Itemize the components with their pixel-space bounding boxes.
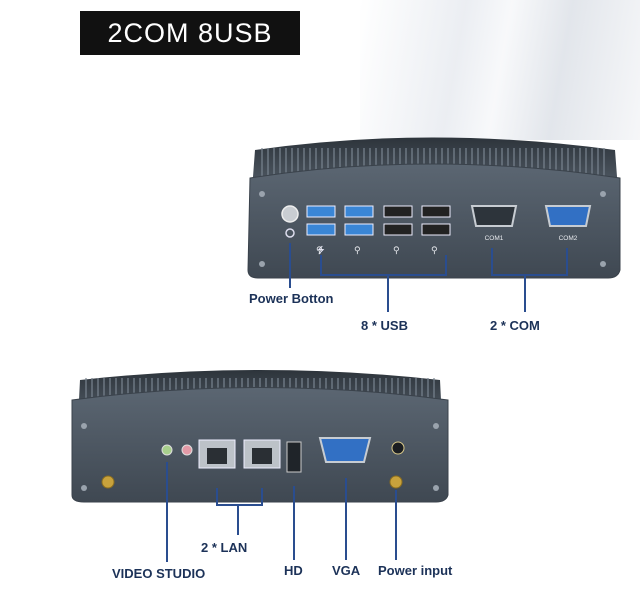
callout-lines-bottom: [166, 462, 397, 562]
power-icon: [285, 228, 295, 238]
svg-text:⚲: ⚲: [393, 246, 400, 256]
power-button[interactable]: [281, 205, 299, 223]
svg-text:⭍: ⭍: [317, 245, 325, 256]
device-top: ⭍ ⚲ ⚲ ⚲ ⚲ COM1 COM2: [247, 137, 621, 279]
antenna-connector-right: [389, 475, 403, 489]
device-bottom: [71, 370, 449, 503]
page-title: 2COM 8USB: [80, 11, 300, 55]
label-vga: VGA: [332, 563, 361, 578]
background-gradient: [360, 0, 640, 140]
vga-port: [318, 437, 372, 463]
com2-label: COM2: [559, 235, 578, 242]
com1-label: COM1: [485, 235, 504, 242]
label-lan: 2 * LAN: [201, 540, 248, 555]
audio-out-jack: [161, 444, 173, 456]
antenna-connector-left: [101, 475, 115, 489]
hdmi-port: [286, 441, 302, 473]
label-com: 2 * COM: [490, 318, 540, 333]
label-video-studio: VIDEO STUDIO: [112, 566, 206, 581]
svg-text:⚲: ⚲: [431, 246, 438, 256]
svg-text:⚲: ⚲: [316, 246, 323, 256]
com-ports: COM1 COM2: [470, 205, 592, 242]
usb-icons: ⚲ ⚲ ⚲ ⚲: [316, 246, 438, 256]
mic-jack: [181, 444, 193, 456]
label-usb: 8 * USB: [361, 318, 408, 333]
label-power-button: Power Botton: [249, 291, 334, 306]
callout-lines-top: [289, 243, 568, 312]
usb-ports: ⭍: [306, 205, 451, 256]
svg-text:⚲: ⚲: [354, 246, 361, 256]
label-hd: HD: [284, 563, 303, 578]
dc-power-jack: [391, 441, 405, 455]
label-power-input: Power input: [378, 563, 453, 578]
